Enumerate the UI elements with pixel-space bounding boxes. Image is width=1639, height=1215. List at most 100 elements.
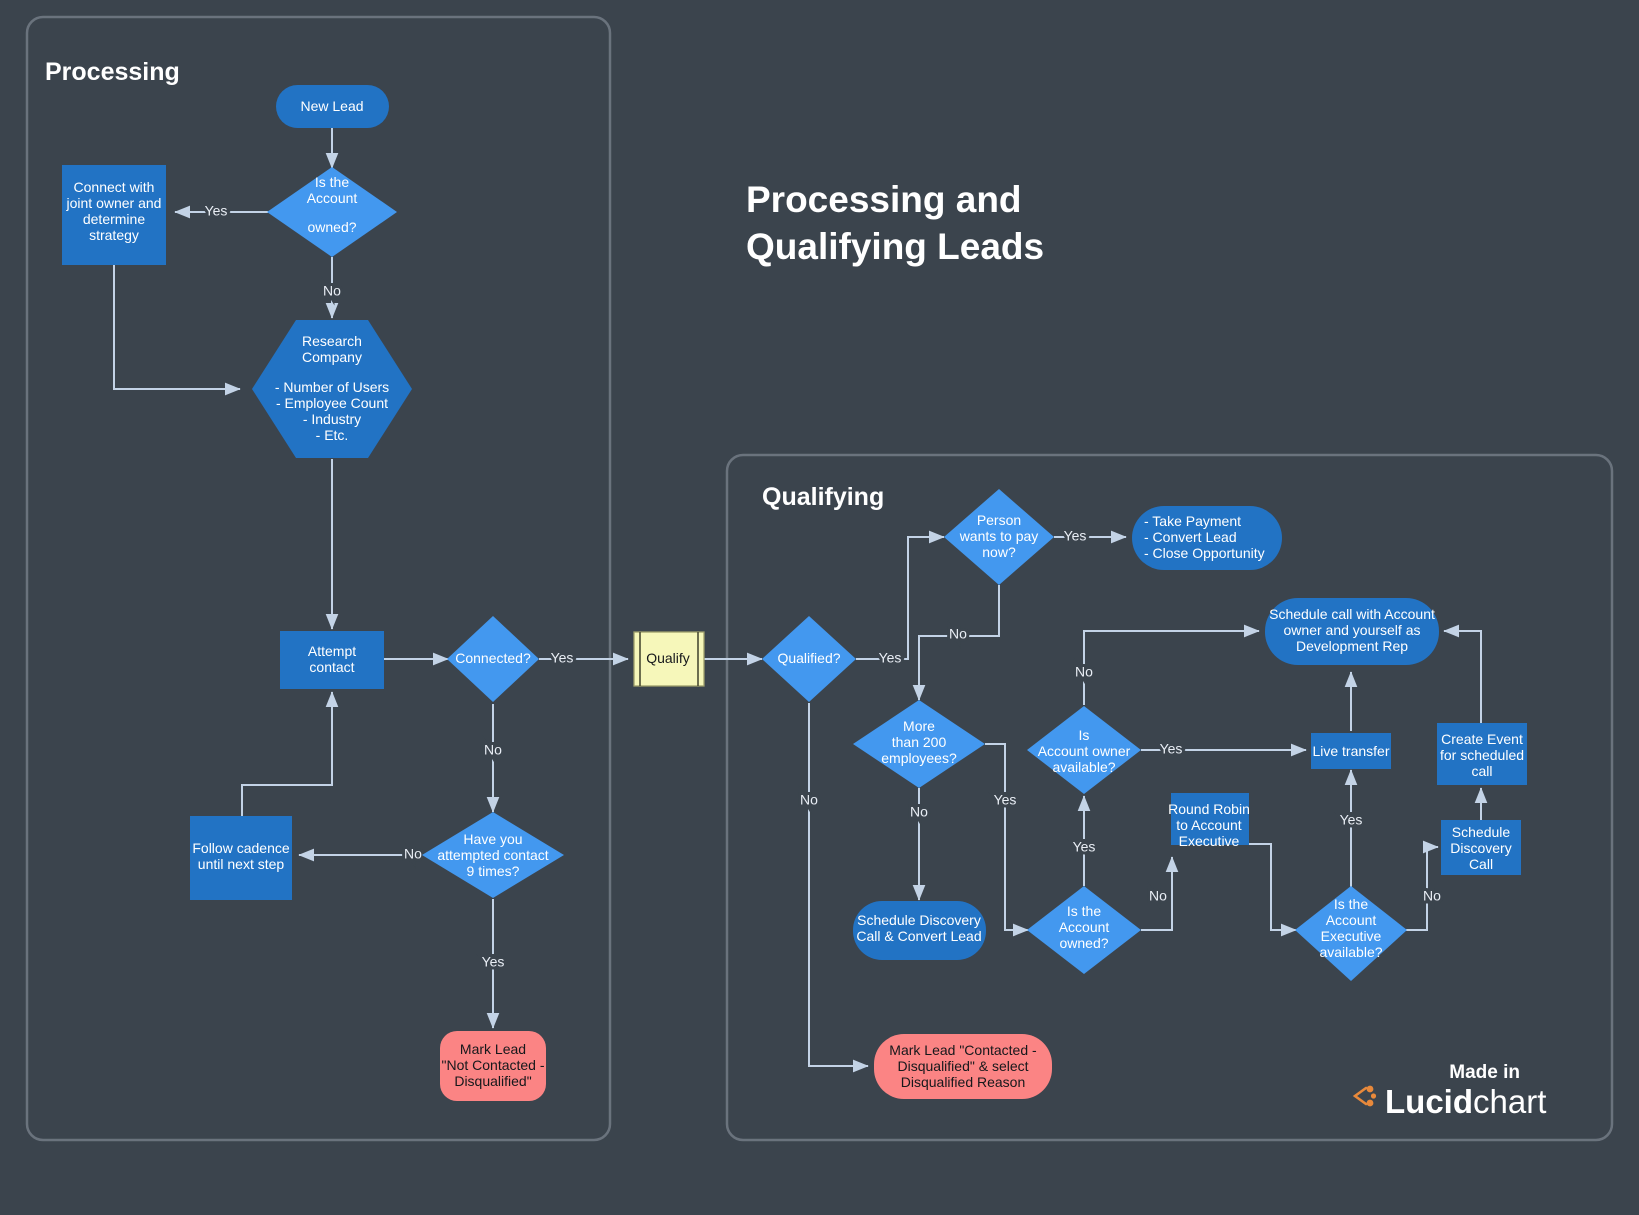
node-create-event-line1: Create Event (1441, 731, 1523, 747)
qualifying-container-title: Qualifying (762, 483, 884, 511)
node-person-wants-pay-line3: now? (982, 544, 1016, 560)
node-attempt-contact-line2: contact (309, 659, 354, 675)
logo-brand-bold: Lucid (1385, 1083, 1473, 1120)
node-is-account-owner-available-line2: Account owner (1038, 743, 1131, 759)
node-create-event-line2: for scheduled (1440, 747, 1524, 763)
edge-label-owned-no: No (323, 283, 341, 299)
node-is-account-owner-available[interactable] (1027, 706, 1141, 794)
node-more-than-200-line3: employees? (881, 750, 957, 766)
node-research-company-line2: Company (302, 349, 362, 365)
edge-pay-no-to-emp200 (912, 585, 1000, 701)
node-is-account-owner-available-line3: available? (1052, 759, 1115, 775)
node-live-transfer[interactable] (1311, 733, 1391, 769)
node-round-robin[interactable] (1171, 793, 1249, 845)
processing-container-title: Processing (45, 58, 180, 86)
node-is-ae-available-line1: Is the (1334, 896, 1368, 912)
node-attempt-contact-line1: Attempt (308, 643, 356, 659)
node-is-account-owned-2-line2: Account (1059, 919, 1110, 935)
node-follow-cadence-line1: Follow cadence (192, 840, 289, 856)
qualifying-container (725, 453, 1614, 1142)
node-mark-lead-not-contacted-line3: Disqualified" (454, 1073, 531, 1089)
node-mark-lead-not-contacted-line1: Mark Lead (460, 1041, 526, 1057)
node-research-company-line1: Research (302, 333, 362, 349)
node-is-account-owned-2[interactable] (1027, 886, 1141, 974)
node-more-than-200-line2: than 200 (892, 734, 947, 750)
page-title-line1: Processing and (746, 179, 1022, 220)
edge-label-owneravail-no: No (1075, 664, 1093, 680)
node-qualify-note[interactable] (633, 631, 705, 687)
node-connect-joint-owner-line2: joint owner and (66, 195, 162, 211)
edge-label-ae-no: No (1423, 888, 1441, 904)
edge-cadence-to-attempt (241, 691, 339, 816)
node-research-company[interactable] (252, 320, 412, 458)
node-follow-cadence-line2: until next step (198, 856, 285, 872)
node-create-event[interactable] (1437, 723, 1527, 785)
node-qualified-label: Qualified? (777, 650, 840, 666)
edge-emp200-yes-to-owned2 (985, 743, 1029, 937)
processing-container (25, 15, 612, 1142)
node-new-lead[interactable] (276, 85, 389, 128)
edge-qualified-no-to-markdq (808, 703, 869, 1073)
node-is-account-owned[interactable] (267, 167, 397, 257)
node-take-payment-line1: - Take Payment (1144, 513, 1241, 529)
node-mark-lead-not-contacted-line2: "Not Contacted - (441, 1057, 544, 1073)
node-follow-cadence[interactable] (190, 816, 292, 900)
node-connect-joint-owner-line1: Connect with (74, 179, 155, 195)
edge-createevent-to-schedcall (1443, 624, 1482, 723)
node-connect-joint-owner-line4: strategy (89, 227, 139, 243)
node-schedule-call-account-owner-line2: owner and yourself as (1284, 622, 1421, 638)
node-is-ae-available[interactable] (1295, 886, 1407, 981)
node-schedule-discovery-call-line3: Call (1469, 856, 1493, 872)
node-research-company-line4: - Employee Count (276, 395, 388, 411)
page-title-line2: Qualifying Leads (746, 226, 1044, 267)
edge-label-ae-yes: Yes (1340, 812, 1363, 828)
edge-ae-no-to-scheddisc (1406, 840, 1439, 931)
edge-connect-to-research (113, 265, 241, 396)
node-more-than-200[interactable] (853, 700, 985, 788)
node-connected[interactable] (447, 616, 539, 702)
edge-label-attempted-yes: Yes (482, 954, 505, 970)
edge-label-connected-no: No (484, 742, 502, 758)
edge-label-owneravail-yes: Yes (1160, 741, 1183, 757)
node-schedule-call-account-owner[interactable] (1265, 598, 1439, 665)
node-is-account-owner-available-line1: Is (1079, 727, 1090, 743)
node-schedule-discovery-call-line1: Schedule (1452, 824, 1511, 840)
edge-qualified-yes-to-pay (856, 530, 945, 660)
node-create-event-line3: call (1471, 763, 1492, 779)
node-is-ae-available-line3: Executive (1321, 928, 1382, 944)
node-research-company-line6: - Etc. (316, 427, 349, 443)
node-schedule-discovery-convert[interactable] (853, 901, 986, 960)
logo-brand-light: chart (1473, 1083, 1546, 1120)
node-qualified[interactable] (762, 616, 856, 702)
node-is-account-owned-2-line1: Is the (1067, 903, 1101, 919)
node-person-wants-pay-line1: Person (977, 512, 1021, 528)
edge-label-pay-yes: Yes (1064, 528, 1087, 544)
node-is-ae-available-line2: Account (1326, 912, 1377, 928)
node-attempted-9-times-line1: Have you (463, 831, 522, 847)
node-is-account-owned-line2: Account (307, 190, 358, 206)
node-attempted-9-times[interactable] (422, 812, 564, 898)
node-connected-label: Connected? (455, 650, 531, 666)
node-connect-joint-owner-line3: determine (83, 211, 145, 227)
lucidchart-wordmark: Lucidchart (1385, 1083, 1546, 1120)
node-schedule-call-account-owner-line3: Development Rep (1296, 638, 1408, 654)
node-schedule-discovery-convert-line1: Schedule Discovery (857, 912, 981, 928)
node-mark-lead-contacted-dq[interactable] (874, 1034, 1052, 1099)
node-connect-joint-owner[interactable] (62, 165, 166, 265)
edge-roundrobin-to-aeavail (1249, 843, 1297, 937)
node-mark-lead-not-contacted[interactable] (440, 1031, 546, 1101)
node-person-wants-pay[interactable] (944, 489, 1054, 585)
node-take-payment-line2: - Convert Lead (1144, 529, 1237, 545)
node-schedule-discovery-call[interactable] (1441, 820, 1521, 875)
lucidchart-logo-icon (1352, 1085, 1377, 1107)
node-is-ae-available-line4: available? (1319, 944, 1382, 960)
node-mark-lead-contacted-dq-line2: Disqualified" & select (897, 1058, 1028, 1074)
node-mark-lead-contacted-dq-line3: Disqualified Reason (901, 1074, 1026, 1090)
node-attempted-9-times-line3: 9 times? (467, 863, 520, 879)
node-take-payment[interactable] (1132, 506, 1282, 570)
edge-label-qualified-yes: Yes (879, 650, 902, 666)
node-is-account-owned-line3: owned? (307, 219, 356, 235)
node-research-company-line3: - Number of Users (275, 379, 389, 395)
node-attempt-contact[interactable] (280, 631, 384, 689)
